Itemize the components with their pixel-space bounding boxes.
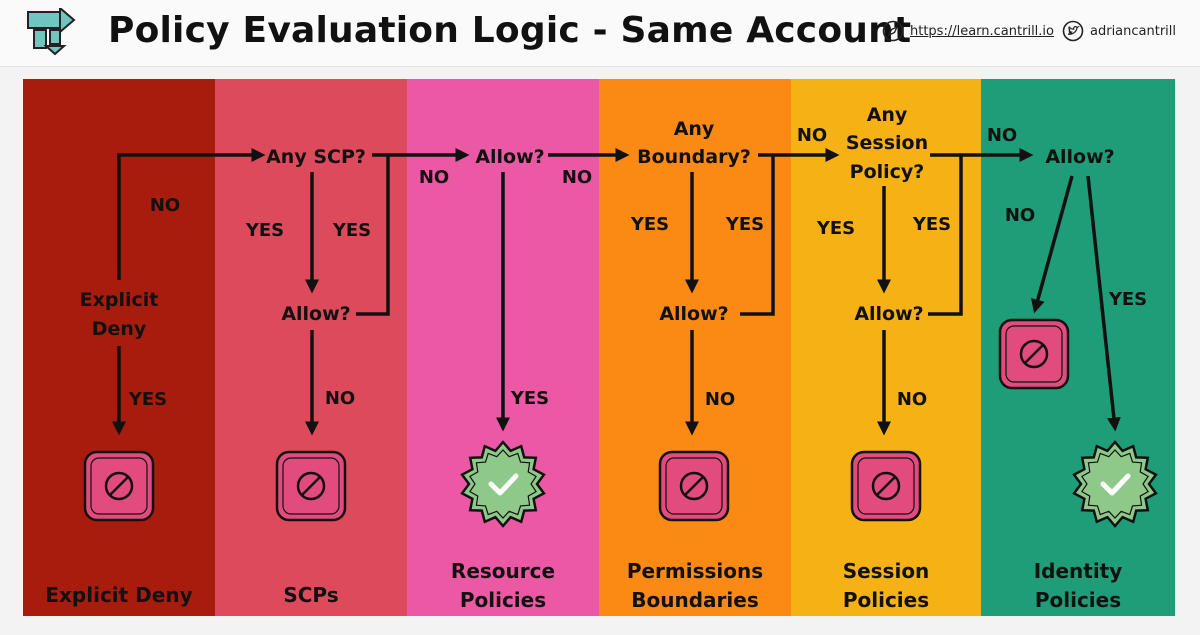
label-no: NO <box>150 195 180 216</box>
label-no: NO <box>1005 205 1035 226</box>
deny-icon <box>83 450 155 522</box>
panel-permissions-boundaries: Permissions Boundaries <box>599 79 791 616</box>
allow-verified-icon <box>460 440 546 528</box>
label-no: NO <box>987 125 1017 146</box>
arrow-identity-yes <box>1086 175 1121 432</box>
node-resource-allow: Allow? <box>475 146 544 168</box>
arrow-deny-to-scp <box>117 148 266 280</box>
label-yes: YES <box>912 214 951 235</box>
label-yes: YES <box>128 389 167 410</box>
website-link[interactable]: https://learn.cantrill.io <box>910 24 1054 39</box>
header: Policy Evaluation Logic - Same Account h… <box>0 0 1200 67</box>
label-no: NO <box>419 167 449 188</box>
panel-session-policies: Session Policies <box>791 79 981 616</box>
node-identity-allow: Allow? <box>1045 146 1114 168</box>
allow-verified-icon <box>1072 440 1158 528</box>
label-yes: YES <box>245 220 284 241</box>
twitter-icon <box>1062 20 1084 42</box>
label-yes: YES <box>332 220 371 241</box>
column-label-permissions-boundaries: Permissions Boundaries <box>626 559 764 612</box>
node-session-allow: Allow? <box>854 303 923 325</box>
node-explicit-deny-line2: Deny <box>92 318 147 340</box>
page-title: Policy Evaluation Logic - Same Account <box>108 10 912 51</box>
label-no: NO <box>705 389 735 410</box>
cantrill-logo-icon <box>27 8 76 56</box>
node-explicit-deny-line1: Explicit <box>80 289 159 311</box>
arrow-boundary-allow-yes <box>740 148 840 316</box>
node-any-boundary-line1: Any <box>674 118 715 140</box>
label-no: NO <box>562 167 592 188</box>
node-any-session-line2: Session <box>846 132 928 154</box>
arrow-scp-allow-yes <box>356 148 470 316</box>
column-label-explicit-deny: Explicit Deny <box>45 583 193 607</box>
deny-icon <box>275 450 347 522</box>
column-label-session-policies: Session Policies <box>842 559 930 612</box>
column-label-identity-policies: Identity Policies <box>1033 559 1123 612</box>
label-no: NO <box>797 125 827 146</box>
node-any-session-line1: Any <box>867 104 908 126</box>
twitter-handle-link[interactable]: adriancantrill <box>1090 24 1177 39</box>
node-any-session-line3: Policy? <box>850 161 925 183</box>
label-yes: YES <box>816 218 855 239</box>
column-label-resource-policies: Resource Policies <box>450 559 556 612</box>
label-no: NO <box>897 389 927 410</box>
deny-icon <box>998 318 1070 390</box>
deny-icon <box>850 450 922 522</box>
label-yes: YES <box>725 214 764 235</box>
deny-icon <box>658 450 730 522</box>
column-label-scps: SCPs <box>283 583 339 607</box>
arrow-session-allow-yes <box>928 148 1034 316</box>
node-scp-allow: Allow? <box>281 303 350 325</box>
arrow-identity-no <box>1031 175 1074 314</box>
node-any-scp: Any SCP? <box>266 146 366 168</box>
label-yes: YES <box>1108 289 1147 310</box>
label-no: NO <box>325 388 355 409</box>
label-yes: YES <box>630 214 669 235</box>
node-boundary-allow: Allow? <box>659 303 728 325</box>
compass-icon <box>882 20 904 42</box>
node-any-boundary-line2: Boundary? <box>637 146 751 168</box>
label-yes: YES <box>510 388 549 409</box>
